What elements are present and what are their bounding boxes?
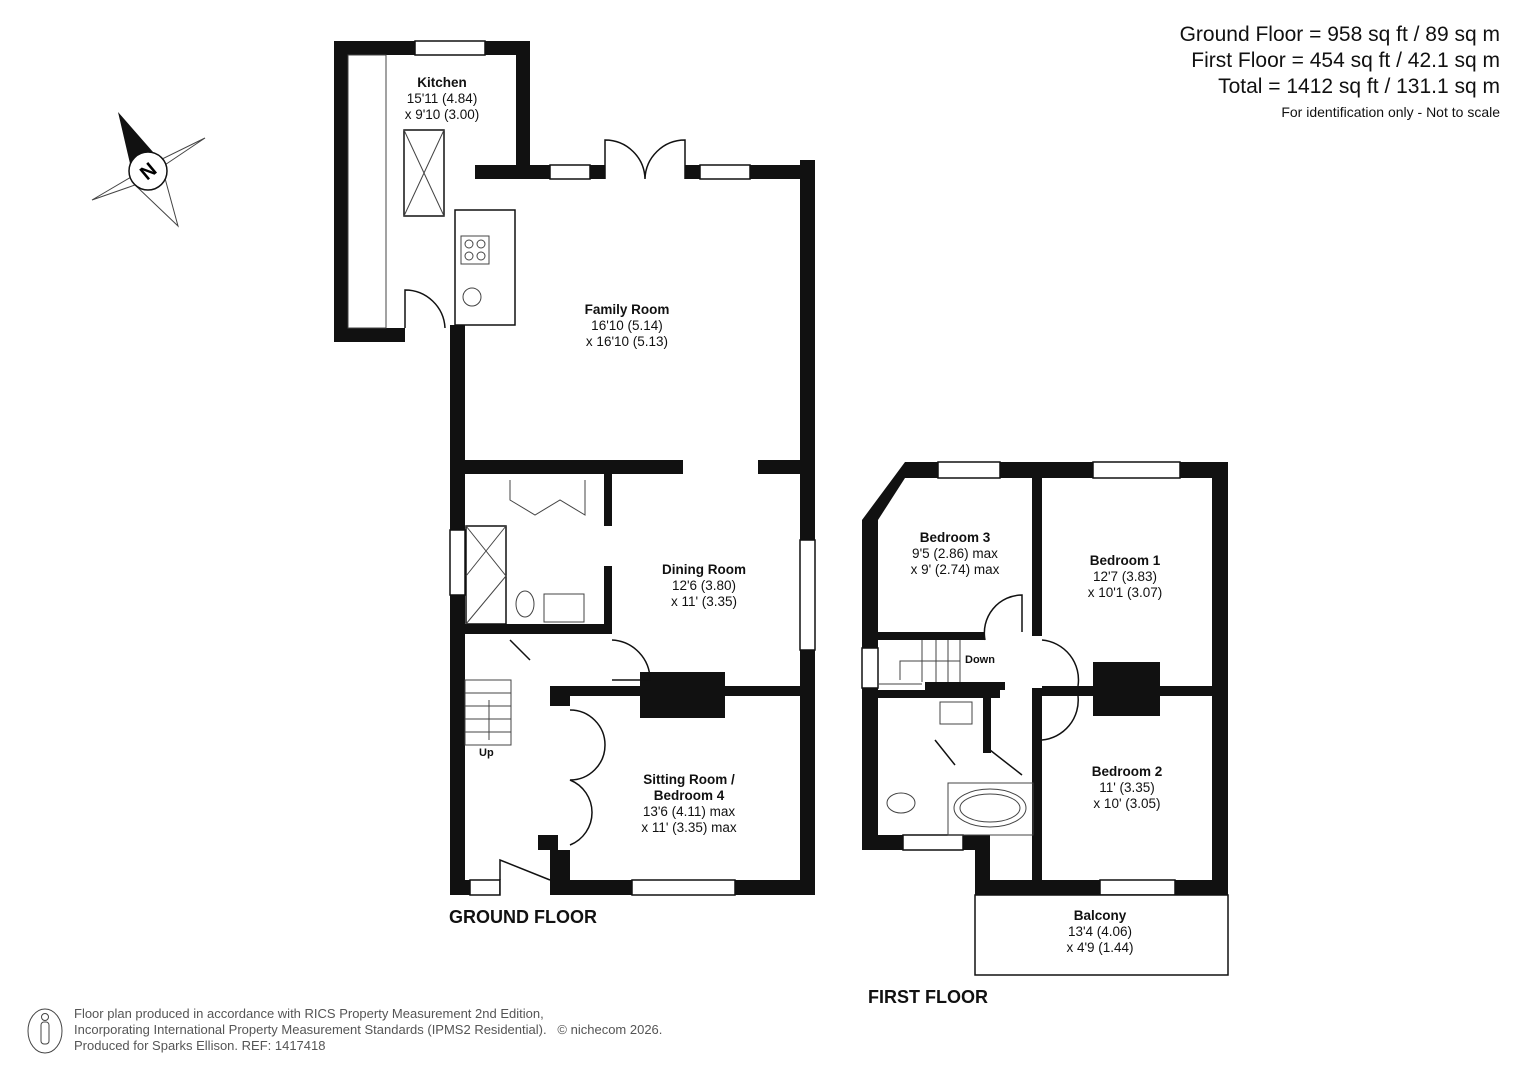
ground-floor-title: GROUND FLOOR <box>449 907 597 927</box>
area-summary: Ground Floor = 958 sq ft / 89 sq m First… <box>1180 22 1500 124</box>
footer-line-text: Incorporating International Property Mea… <box>74 1022 547 1037</box>
room-name: Bedroom 2 <box>1091 764 1163 779</box>
footer-line: Floor plan produced in accordance with R… <box>74 1006 544 1021</box>
room-dim: x 9' (2.74) max <box>910 562 1000 577</box>
room-dim: x 4'9 (1.44) <box>1066 940 1134 955</box>
room-dim: x 16'10 (5.13) <box>585 334 669 349</box>
room-dim: 11' (3.35) <box>1099 780 1155 795</box>
compass-icon <box>91 112 206 228</box>
scale-note: For identification only - Not to scale <box>1281 104 1500 120</box>
room-dim: x 9'10 (3.00) <box>404 107 480 122</box>
room-dim: x 11' (3.35) <box>670 594 738 609</box>
room-dim: 15'11 (4.84) <box>406 91 478 106</box>
footer-line: Incorporating International Property Mea… <box>74 1022 662 1038</box>
room-dim: 12'6 (3.80) <box>671 578 737 593</box>
room-name: Sitting Room / <box>643 772 735 787</box>
room-name: Balcony <box>1073 908 1127 923</box>
room-dim: 13'4 (4.06) <box>1067 924 1133 939</box>
room-dim: x 11' (3.35) max <box>641 820 737 835</box>
room-dim: 12'7 (3.83) <box>1092 569 1158 584</box>
room-dim: 9'5 (2.86) max <box>912 546 998 561</box>
stairs-up-label: Up <box>479 747 494 759</box>
room-name: Family Room <box>584 302 670 317</box>
room-dim: 13'6 (4.11) max <box>642 804 736 819</box>
first-floor-area: First Floor = 454 sq ft / 42.1 sq m <box>1191 49 1500 72</box>
footer-line: Produced for Sparks Ellison. REF: 141741… <box>74 1038 326 1053</box>
copyright: © nichecom 2026. <box>557 1022 663 1037</box>
person-icon <box>27 1008 63 1054</box>
room-name: Bedroom 3 <box>919 530 991 545</box>
room-name: Kitchen <box>417 75 467 90</box>
footer-text: Floor plan produced in accordance with R… <box>74 1006 662 1054</box>
room-dim: x 10'1 (3.07) <box>1087 585 1163 600</box>
total-area: Total = 1412 sq ft / 131.1 sq m <box>1218 75 1500 98</box>
first-floor-walls <box>861 461 1229 976</box>
room-name: Bedroom 1 <box>1089 553 1161 568</box>
ground-floor-area: Ground Floor = 958 sq ft / 89 sq m <box>1179 23 1500 46</box>
room-dim: 16'10 (5.14) <box>591 318 663 333</box>
ground-floor-walls <box>334 40 816 896</box>
stairs-down-label: Down <box>965 654 995 666</box>
room-dim: x 10' (3.05) <box>1093 796 1161 811</box>
room-name: Dining Room <box>662 562 746 577</box>
room-name: Bedroom 4 <box>653 788 725 803</box>
first-floor-title: FIRST FLOOR <box>868 987 988 1007</box>
